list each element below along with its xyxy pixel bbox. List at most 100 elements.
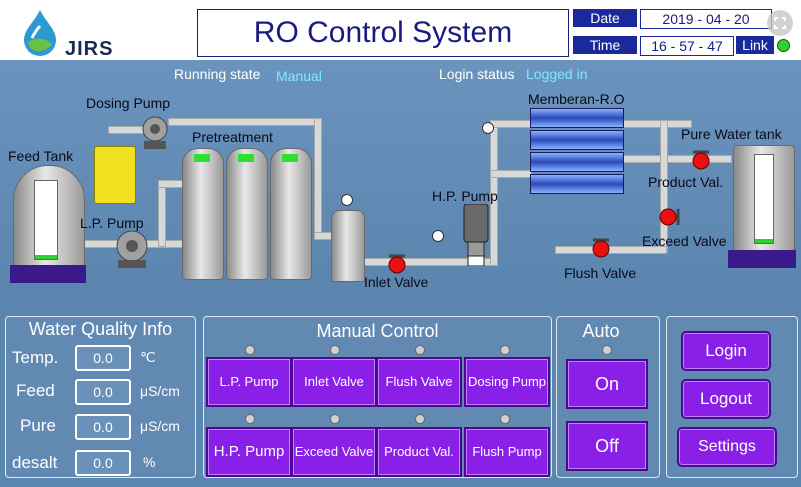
manual-control-panel: Manual Control L.P. Pump Inlet Valve Flu… [203, 316, 552, 478]
hp-pump-label: H.P. Pump [432, 188, 498, 204]
lp-pump-indicator [245, 345, 255, 355]
auto-panel: Auto On Off [556, 316, 660, 478]
dosing-pump-icon [140, 115, 170, 151]
date-value: 2019 - 04 - 20 [640, 9, 772, 29]
dosing-pump-indicator [500, 345, 510, 355]
pretreatment-filter-1 [182, 148, 224, 280]
flush-valve-button[interactable]: Flush Valve [376, 357, 462, 407]
inlet-valve-button[interactable]: Inlet Valve [291, 357, 377, 407]
pipe [158, 180, 166, 247]
filter-indicator [282, 154, 298, 162]
pretreatment-filter-2 [226, 148, 268, 280]
product-valve-button[interactable]: Product Val. [376, 427, 462, 477]
security-filter [331, 210, 365, 282]
link-label: Link [736, 36, 774, 54]
feed-tank-label: Feed Tank [8, 148, 74, 164]
logout-button[interactable]: Logout [681, 379, 771, 419]
pure-label: Pure [20, 416, 56, 435]
feed-value: 0.0 [75, 379, 131, 405]
manual-control-title: Manual Control [316, 321, 439, 341]
pipe [490, 170, 532, 178]
pretreatment-label: Pretreatment [192, 129, 273, 145]
page-title: RO Control System [197, 9, 569, 57]
exceed-valve-indicator [330, 414, 340, 424]
pure-value: 0.0 [75, 414, 131, 440]
pipe [314, 118, 322, 240]
time-value: 16 - 57 - 47 [640, 36, 734, 56]
dosing-pump-button[interactable]: Dosing Pump [464, 357, 550, 407]
settings-button[interactable]: Settings [677, 427, 777, 467]
membrane-tube-3 [530, 152, 624, 172]
flush-pump-indicator [500, 414, 510, 424]
flush-valve-indicator [415, 345, 425, 355]
login-status-label: Login status [439, 66, 515, 82]
water-quality-title: Water Quality Info [28, 319, 173, 339]
pipe [168, 118, 320, 126]
logo-text: JIRS [65, 38, 114, 60]
date-label: Date [573, 9, 637, 27]
exceed-valve-button[interactable]: Exceed Valve [291, 427, 377, 477]
lp-pump-button[interactable]: L.P. Pump [206, 357, 292, 407]
water-quality-panel: Water Quality Info Temp. 0.0 ℃ Feed 0.0 … [5, 316, 196, 478]
lp-pump-label: L.P. Pump [80, 215, 144, 231]
water-drop-logo-icon [18, 8, 62, 56]
auto-on-button[interactable]: On [566, 359, 648, 409]
feed-label: Feed [16, 381, 55, 400]
filter-indicator [238, 154, 254, 162]
temp-value: 0.0 [75, 345, 131, 371]
account-panel: Login Logout Settings [666, 316, 798, 478]
pure-water-tank-label: Pure Water tank [681, 126, 782, 142]
expand-icon[interactable] [767, 10, 793, 36]
pipe [490, 120, 532, 128]
dosing-pump-label: Dosing Pump [86, 95, 171, 111]
hp-pump-indicator [245, 414, 255, 424]
membrane-tube-1 [530, 108, 624, 128]
membrane-tube-4 [530, 174, 624, 194]
hp-pump-button[interactable]: H.P. Pump [206, 427, 292, 477]
login-status-value: Logged in [526, 66, 588, 82]
inlet-valve-indicator [330, 345, 340, 355]
desalt-unit: % [143, 454, 156, 470]
pure-water-tank-base [728, 250, 796, 268]
pretreatment-filter-3 [270, 148, 312, 280]
flush-valve-icon [590, 234, 612, 263]
membrane-tube-2 [530, 130, 624, 150]
lp-pump-icon [112, 228, 152, 268]
feed-tank-base [10, 265, 86, 283]
flush-valve-label: Flush Valve [564, 265, 637, 281]
running-state-value: Manual [276, 68, 322, 84]
running-state-label: Running state [174, 66, 261, 82]
feed-tank-level-gauge [34, 180, 58, 260]
product-valve-icon [690, 146, 712, 175]
product-valve-indicator [415, 414, 425, 424]
desalt-label: desalt [12, 453, 58, 472]
temp-unit: ℃ [140, 349, 156, 365]
pure-unit: μS/cm [140, 418, 180, 434]
feed-unit: μS/cm [140, 383, 180, 399]
auto-title: Auto [582, 321, 620, 341]
auto-indicator [602, 345, 612, 355]
pressure-gauge-icon [432, 230, 444, 242]
dosing-tank [94, 146, 136, 204]
product-valve-label: Product Val. [648, 174, 724, 190]
membrane-label: Memberan-R.O [528, 91, 625, 107]
inlet-valve-label: Inlet Valve [364, 274, 429, 290]
temp-label: Temp. [12, 348, 59, 367]
login-button[interactable]: Login [681, 331, 771, 371]
desalt-value: 0.0 [75, 450, 131, 476]
pipe [158, 180, 184, 188]
time-label: Time [573, 36, 637, 54]
process-diagram: Running state Manual Login status Logged… [0, 60, 801, 310]
pure-water-tank-level-gauge [754, 154, 774, 244]
auto-off-button[interactable]: Off [566, 421, 648, 471]
pressure-gauge-icon [341, 194, 353, 206]
hp-pump-icon [462, 203, 490, 267]
exceed-valve-icon [658, 206, 682, 233]
header-bar: JIRS RO Control System Date 2019 - 04 - … [0, 0, 801, 60]
inlet-valve-icon [386, 250, 408, 279]
pipe [620, 155, 732, 163]
exceed-valve-label: Exceed Valve [642, 233, 727, 249]
pressure-gauge-icon [482, 122, 494, 134]
control-area: Water Quality Info Temp. 0.0 ℃ Feed 0.0 … [0, 310, 801, 487]
flush-pump-button[interactable]: Flush Pump [464, 427, 550, 477]
